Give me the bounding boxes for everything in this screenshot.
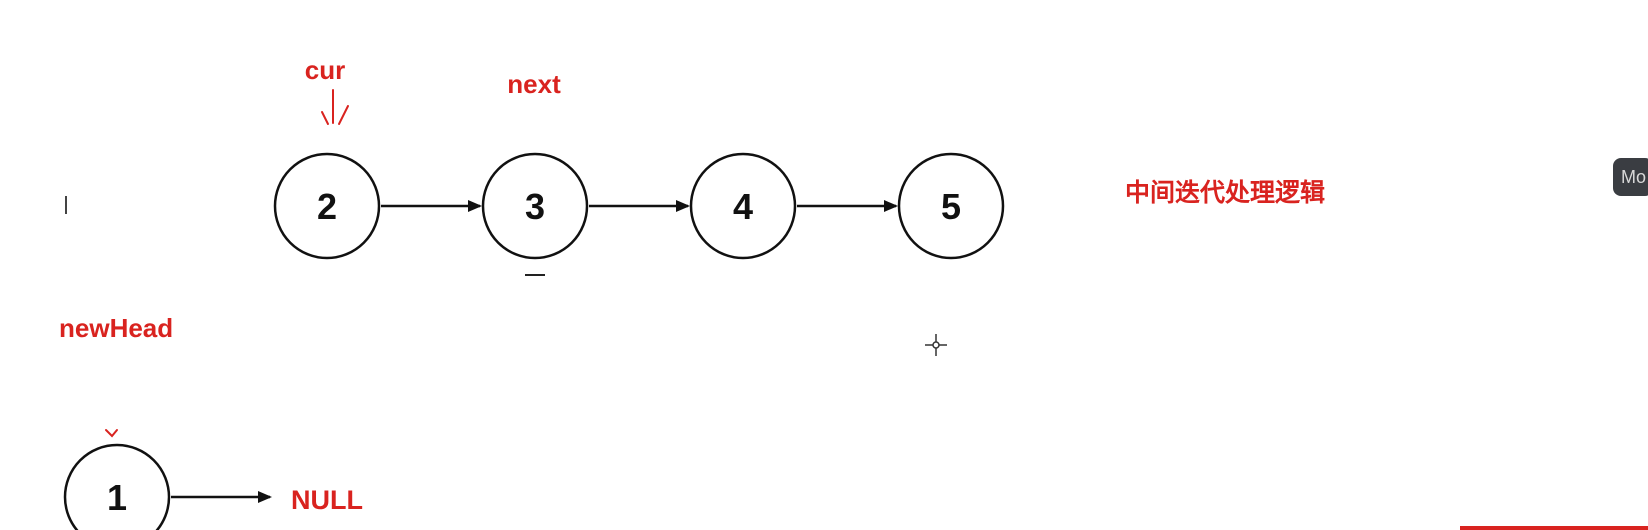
caption-text: 中间迭代处理逻辑	[1125, 179, 1325, 207]
new-head-pointer-mark	[105, 429, 118, 438]
null-label: NULL	[291, 485, 363, 515]
node-value: 2	[317, 186, 337, 227]
new-node-value: 1	[107, 477, 127, 518]
list-node: 5	[897, 152, 1005, 260]
cur-pointer-arrow	[321, 89, 349, 125]
mode-badge-label: Mo	[1621, 167, 1647, 187]
node-value: 5	[941, 186, 961, 227]
next-label: next	[507, 69, 561, 99]
list-node: 4	[689, 152, 797, 260]
mode-badge[interactable]: Mo	[1613, 158, 1648, 196]
new-list-node: 1	[63, 443, 171, 530]
cur-label: cur	[305, 55, 345, 85]
crosshair-cursor-icon	[925, 334, 947, 356]
node-value: 4	[733, 186, 753, 227]
new-head-label: newHead	[59, 313, 173, 343]
progress-strip	[1460, 526, 1648, 530]
list-node: 3	[481, 152, 589, 260]
node-value: 3	[525, 186, 545, 227]
list-node: 2	[273, 152, 381, 260]
